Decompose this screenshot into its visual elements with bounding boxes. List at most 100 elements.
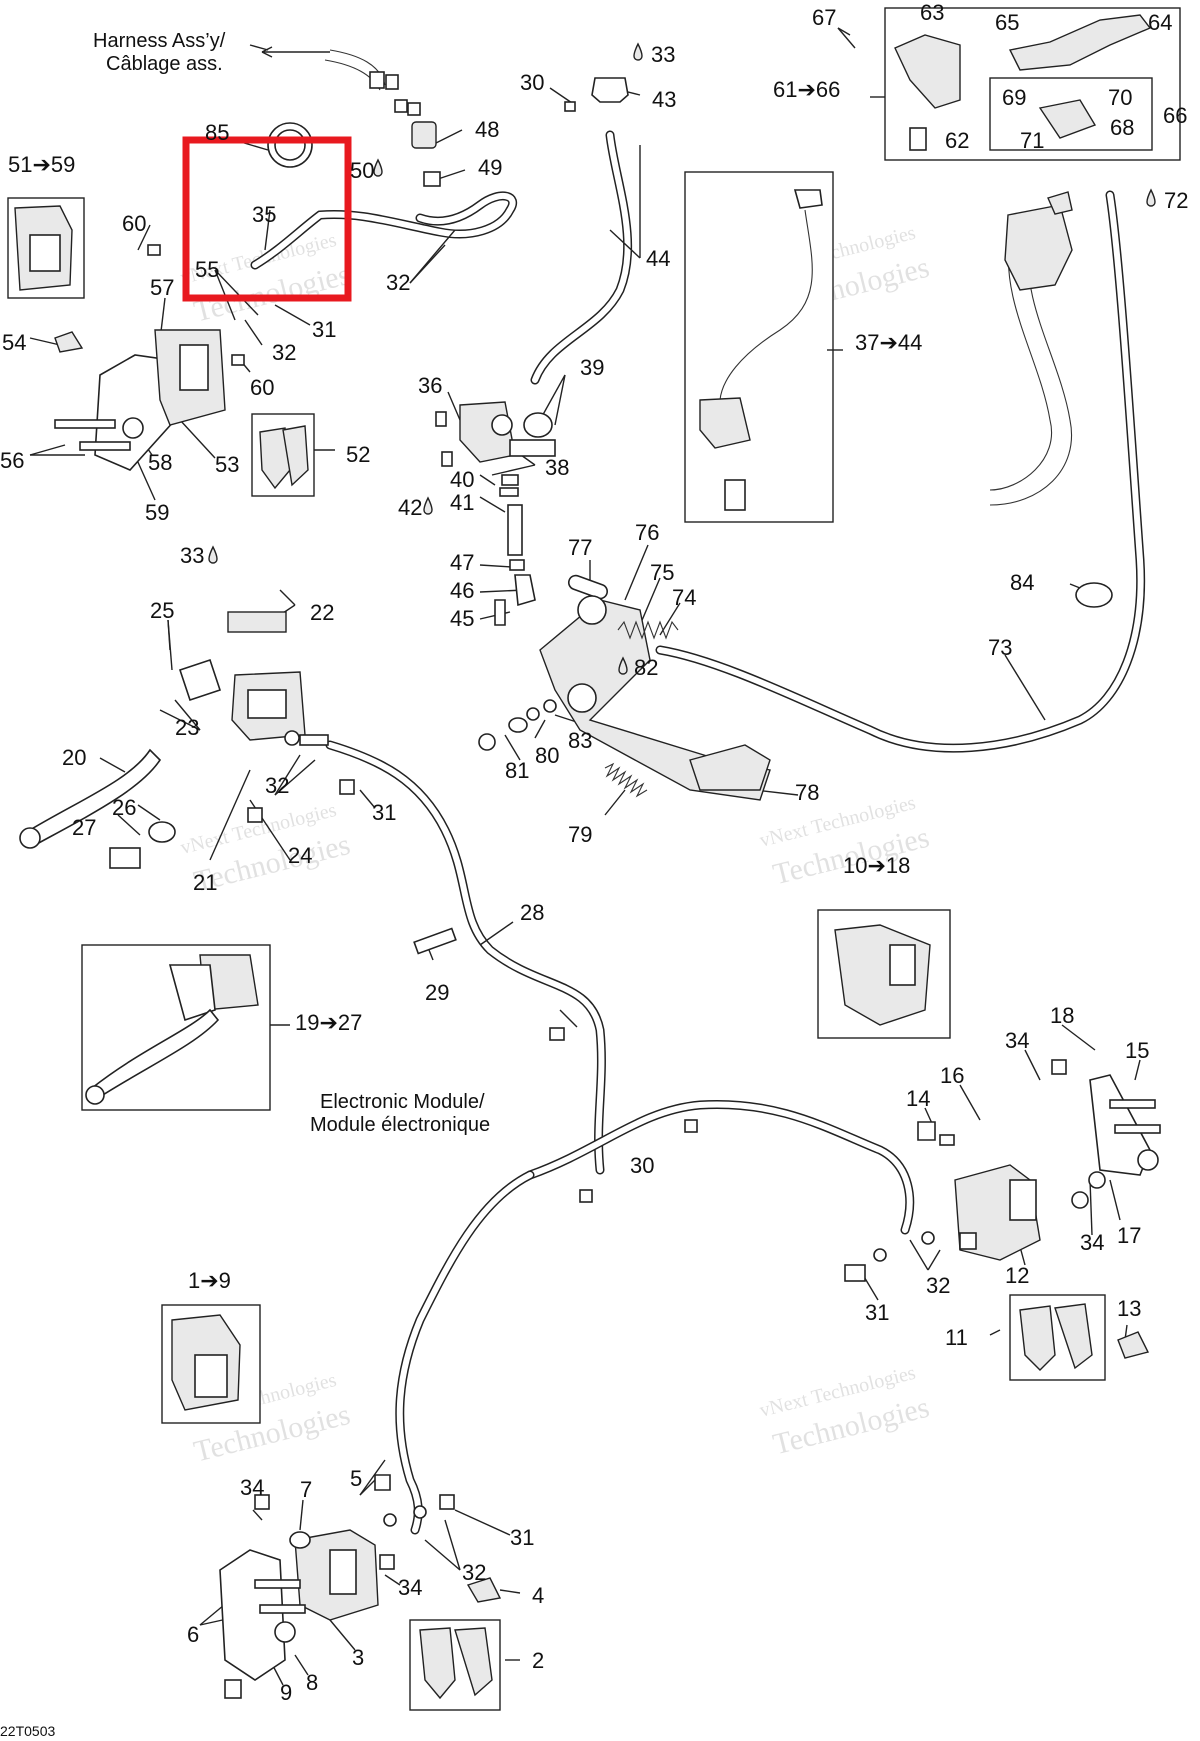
- part-number-17: 17: [1117, 1223, 1141, 1248]
- fluid-labels: 33 50 72 42 82 33: [180, 42, 1188, 680]
- part-number-81: 81: [505, 758, 529, 783]
- part-number-85: 85: [205, 120, 229, 145]
- range-label-61-66: 61➔66: [773, 77, 840, 102]
- part-number-20: 20: [62, 745, 86, 770]
- part-number-70: 70: [1108, 85, 1132, 110]
- part-number-60: 60: [250, 375, 274, 400]
- part-number-65: 65: [995, 10, 1019, 35]
- part-number-73: 73: [988, 635, 1012, 660]
- part-number-47: 47: [450, 550, 474, 575]
- hose-lines: [250, 49, 1146, 1535]
- module-caption-line1: Electronic Module/: [320, 1091, 485, 1113]
- part-number-2: 2: [532, 1648, 544, 1673]
- range-label-37-44: 37➔44: [855, 330, 922, 355]
- part-number-77: 77: [568, 535, 592, 560]
- part-number-18: 18: [1050, 1003, 1074, 1028]
- part-number-71: 71: [1020, 128, 1044, 153]
- part-number-34: 34: [1080, 1230, 1104, 1255]
- part-number-31: 31: [510, 1525, 534, 1550]
- part-number-49: 49: [478, 155, 502, 180]
- part-number-28: 28: [520, 900, 544, 925]
- part-number-14: 14: [906, 1086, 930, 1111]
- part-number-56: 56: [0, 448, 24, 473]
- part-number-22: 22: [310, 600, 334, 625]
- part-number-84: 84: [1010, 570, 1034, 595]
- part-number-53: 53: [215, 452, 239, 477]
- part-number-4: 4: [532, 1583, 544, 1608]
- part-number-labels: 85 48 49 35 32 55 31 32 60 57 60 54 56 5…: [0, 0, 1187, 1705]
- part-number-74: 74: [672, 585, 696, 610]
- part-number-32: 32: [386, 270, 410, 295]
- part-number-3: 3: [352, 1645, 364, 1670]
- part-number-9: 9: [280, 1680, 292, 1705]
- part-number-34: 34: [398, 1575, 422, 1600]
- harness-caption-line2: Câblage ass.: [106, 53, 223, 75]
- part-number-32: 32: [265, 773, 289, 798]
- part-number-79: 79: [568, 822, 592, 847]
- module-caption-line2: Module électronique: [310, 1114, 490, 1136]
- part-number-23: 23: [175, 715, 199, 740]
- part-number-46: 46: [450, 578, 474, 603]
- part-number-34: 34: [240, 1475, 264, 1500]
- part-number-8: 8: [306, 1670, 318, 1695]
- part-number-48: 48: [475, 117, 499, 142]
- part-number-59: 59: [145, 500, 169, 525]
- part-number-39: 39: [580, 355, 604, 380]
- part-number-62: 62: [945, 128, 969, 153]
- part-number-31: 31: [865, 1300, 889, 1325]
- part-number-43: 43: [652, 87, 676, 112]
- part-number-38: 38: [545, 455, 569, 480]
- highlight-box: [182, 136, 352, 302]
- part-number-55: 55: [195, 257, 219, 282]
- fluid-label-33-lower: 33: [180, 543, 204, 568]
- part-number-25: 25: [150, 598, 174, 623]
- part-number-30: 30: [630, 1153, 654, 1178]
- part-number-16: 16: [940, 1063, 964, 1088]
- part-number-66: 66: [1163, 103, 1187, 128]
- part-number-52: 52: [346, 442, 370, 467]
- part-number-29: 29: [425, 980, 449, 1005]
- part-number-31: 31: [312, 317, 336, 342]
- part-number-45: 45: [450, 606, 474, 631]
- part-number-69: 69: [1002, 85, 1026, 110]
- part-number-40: 40: [450, 467, 474, 492]
- part-number-67: 67: [812, 5, 836, 30]
- part-number-12: 12: [1005, 1263, 1029, 1288]
- parts-art: [7, 7, 1181, 1711]
- fluid-label-42: 42: [398, 495, 422, 520]
- part-number-44: 44: [646, 246, 670, 271]
- part-number-75: 75: [650, 560, 674, 585]
- part-number-80: 80: [535, 743, 559, 768]
- part-number-31: 31: [372, 800, 396, 825]
- part-number-57: 57: [150, 275, 174, 300]
- part-number-6: 6: [187, 1622, 199, 1647]
- part-number-26: 26: [112, 795, 136, 820]
- part-number-30: 30: [520, 70, 544, 95]
- part-number-60: 60: [122, 211, 146, 236]
- part-number-5: 5: [350, 1466, 362, 1491]
- part-number-27: 27: [72, 815, 96, 840]
- part-number-7: 7: [300, 1477, 312, 1502]
- range-label-1-9: 1➔9: [188, 1268, 231, 1293]
- part-number-78: 78: [795, 780, 819, 805]
- range-label-19-27: 19➔27: [295, 1010, 362, 1035]
- part-number-54: 54: [2, 330, 26, 355]
- part-number-64: 64: [1148, 10, 1172, 35]
- range-labels: 51➔59 61➔66 37➔44 10➔18 19➔27 1➔9: [8, 77, 922, 1293]
- part-number-68: 68: [1110, 115, 1134, 140]
- fluid-label-33: 33: [651, 42, 675, 67]
- part-number-83: 83: [568, 728, 592, 753]
- part-number-63: 63: [920, 0, 944, 25]
- range-label-51-59: 51➔59: [8, 152, 75, 177]
- part-number-32: 32: [462, 1560, 486, 1585]
- part-number-13: 13: [1117, 1296, 1141, 1321]
- part-number-35: 35: [252, 202, 276, 227]
- part-number-34: 34: [1005, 1028, 1029, 1053]
- part-number-15: 15: [1125, 1038, 1149, 1063]
- diagram-code: 22T0503: [0, 1723, 55, 1739]
- part-number-11: 11: [945, 1325, 968, 1350]
- part-number-32: 32: [926, 1273, 950, 1298]
- part-number-36: 36: [418, 373, 442, 398]
- captions: Harness Ass’y/ Câblage ass. Electronic M…: [0, 30, 490, 1739]
